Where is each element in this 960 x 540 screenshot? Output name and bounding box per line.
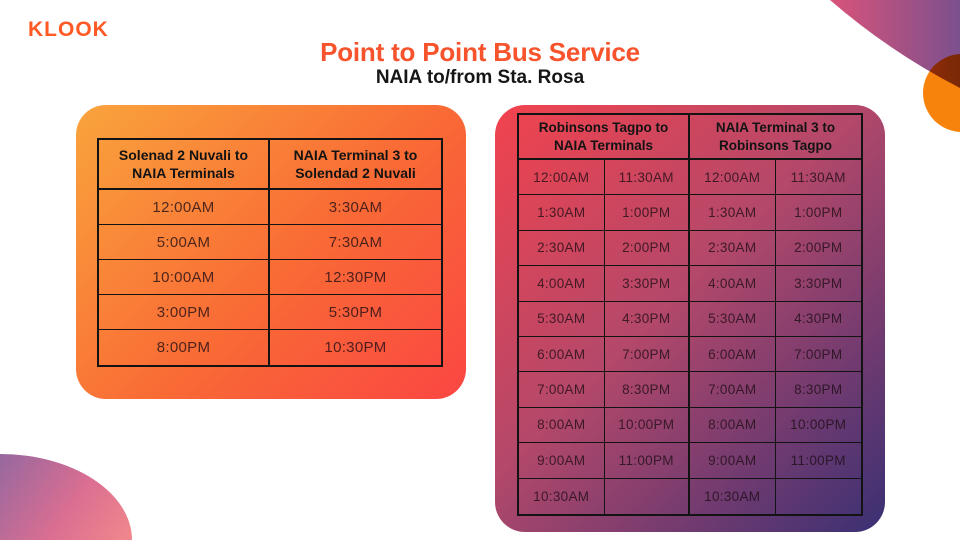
klook-logo: KLOOK	[28, 18, 109, 41]
time-cell: 3:00PM	[99, 295, 270, 330]
time-cell: 2:30AM	[519, 230, 605, 267]
time-cell: 11:00PM	[604, 443, 690, 479]
time-cell: 2:00PM	[775, 231, 861, 267]
time-cell: 5:30AM	[690, 301, 776, 337]
time-cell: 10:00PM	[604, 407, 690, 444]
time-cell: 2:00PM	[604, 230, 690, 267]
time-cell: 3:30PM	[604, 266, 690, 302]
time-cell: 4:00AM	[690, 266, 776, 302]
page-title: Point to Point Bus Service	[320, 37, 640, 67]
time-cell: 4:30PM	[775, 302, 861, 337]
time-cell: 4:00AM	[519, 266, 605, 302]
time-cell: 8:00AM	[690, 407, 776, 444]
time-cell: 4:30PM	[604, 301, 690, 337]
time-cell: 11:30AM	[775, 160, 861, 196]
time-cell: 1:30AM	[690, 195, 776, 231]
time-cell	[776, 479, 862, 514]
time-cell: 9:00AM	[690, 443, 776, 479]
time-cell: 7:30AM	[270, 225, 441, 260]
time-cell: 10:30AM	[690, 478, 776, 514]
time-cell: 7:00AM	[519, 372, 605, 408]
table-header-cell: Solenad 2 Nuvali to NAIA Terminals	[99, 140, 270, 190]
time-cell: 8:00AM	[519, 407, 605, 444]
time-cell: 10:00PM	[775, 408, 861, 444]
time-cell: 6:00AM	[519, 337, 605, 373]
time-cell: 5:30AM	[519, 301, 605, 337]
time-cell: 1:30AM	[519, 195, 605, 231]
time-cell: 3:30AM	[270, 190, 441, 225]
time-cell: 7:00AM	[690, 372, 776, 408]
time-cell: 11:00PM	[775, 443, 861, 479]
time-cell: 1:00PM	[604, 195, 690, 231]
time-cell: 10:30AM	[519, 478, 605, 514]
time-cell: 3:30PM	[775, 266, 861, 302]
title-block: Point to Point Bus Service NAIA to/from …	[0, 37, 960, 89]
time-cell: 8:00PM	[99, 330, 270, 365]
time-cell	[605, 478, 690, 514]
time-cell: 7:00PM	[775, 337, 861, 373]
time-cell: 9:00AM	[519, 443, 605, 479]
time-cell: 1:00PM	[775, 195, 861, 231]
time-cell: 12:00AM	[690, 160, 776, 196]
time-cell: 12:00AM	[519, 160, 605, 196]
time-cell: 5:30PM	[270, 295, 441, 330]
time-cell: 11:30AM	[604, 160, 690, 196]
time-cell: 10:30PM	[324, 339, 387, 356]
time-cell: 8:30PM	[775, 372, 861, 408]
page-subtitle: NAIA to/from Sta. Rosa	[375, 66, 585, 88]
table-header-cell: NAIA Terminal 3 to Robinsons Tagpo	[690, 115, 861, 160]
table-header-cell: Robinsons Tagpo to NAIA Terminals	[519, 115, 690, 160]
bottom-left-blob-decoration	[0, 454, 132, 540]
time-cell: 2:30AM	[690, 230, 776, 267]
time-cell: 7:00PM	[604, 337, 690, 373]
time-cell: 8:30PM	[604, 372, 690, 408]
time-cell: 12:00AM	[99, 190, 270, 225]
wave-decoration	[830, 0, 960, 88]
time-cell: 5:00AM	[99, 225, 270, 260]
table-header-cell: NAIA Terminal 3 to Solendad 2 Nuvali	[270, 140, 441, 190]
time-cell: 10:00AM	[99, 260, 270, 295]
time-cell: 12:30PM	[270, 260, 441, 295]
time-cell: 6:00AM	[690, 337, 776, 373]
top-right-decoration	[830, 0, 960, 132]
